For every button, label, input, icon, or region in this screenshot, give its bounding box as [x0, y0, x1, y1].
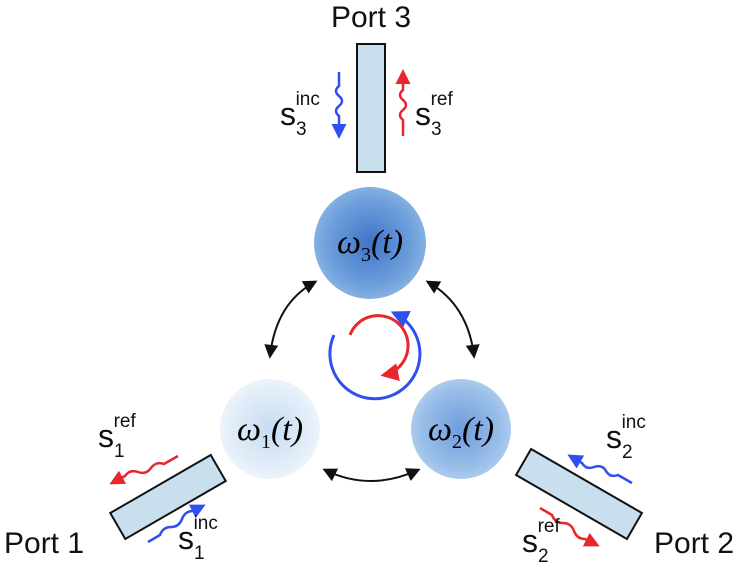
resonator-1-label: ω1(t) — [237, 411, 303, 453]
reflected-wave-port-3 — [395, 69, 411, 136]
signal-s3-inc: s3inc — [280, 89, 320, 140]
port-1-label: Port 1 — [4, 527, 84, 560]
resonator-2 — [411, 379, 511, 479]
circulation-arrow-blue — [328, 310, 422, 401]
port-3-label: Port 3 — [331, 1, 411, 34]
reflected-wave-port-1 — [109, 454, 179, 485]
signal-s1-ref: s1ref — [98, 411, 136, 462]
waveguide-port-2 — [514, 447, 644, 541]
waveguide-port-3 — [356, 43, 386, 173]
circulation-arrow-red — [348, 314, 410, 381]
incident-wave-port-1 — [147, 504, 206, 544]
coupling-arrow-1-3 — [264, 280, 318, 359]
signal-s1-inc: s1inc — [178, 513, 218, 564]
resonator-2-label: ω2(t) — [428, 411, 494, 453]
coupling-arrow-1-2 — [322, 468, 421, 482]
resonator-1 — [220, 379, 320, 479]
incident-wave-port-3 — [331, 72, 347, 139]
signal-s2-inc: s2inc — [606, 412, 646, 463]
resonator-3 — [314, 187, 426, 299]
waveguide-port-1 — [108, 453, 228, 541]
reflected-wave-port-2 — [539, 506, 600, 547]
coupling-arrow-2-3 — [425, 280, 480, 359]
port-2-label: Port 2 — [654, 527, 734, 560]
resonator-3-label: ω3(t) — [337, 224, 403, 266]
signal-s3-ref: s3ref — [415, 89, 453, 140]
incident-wave-port-2 — [567, 454, 633, 485]
signal-s2-ref: s2ref — [522, 516, 560, 567]
